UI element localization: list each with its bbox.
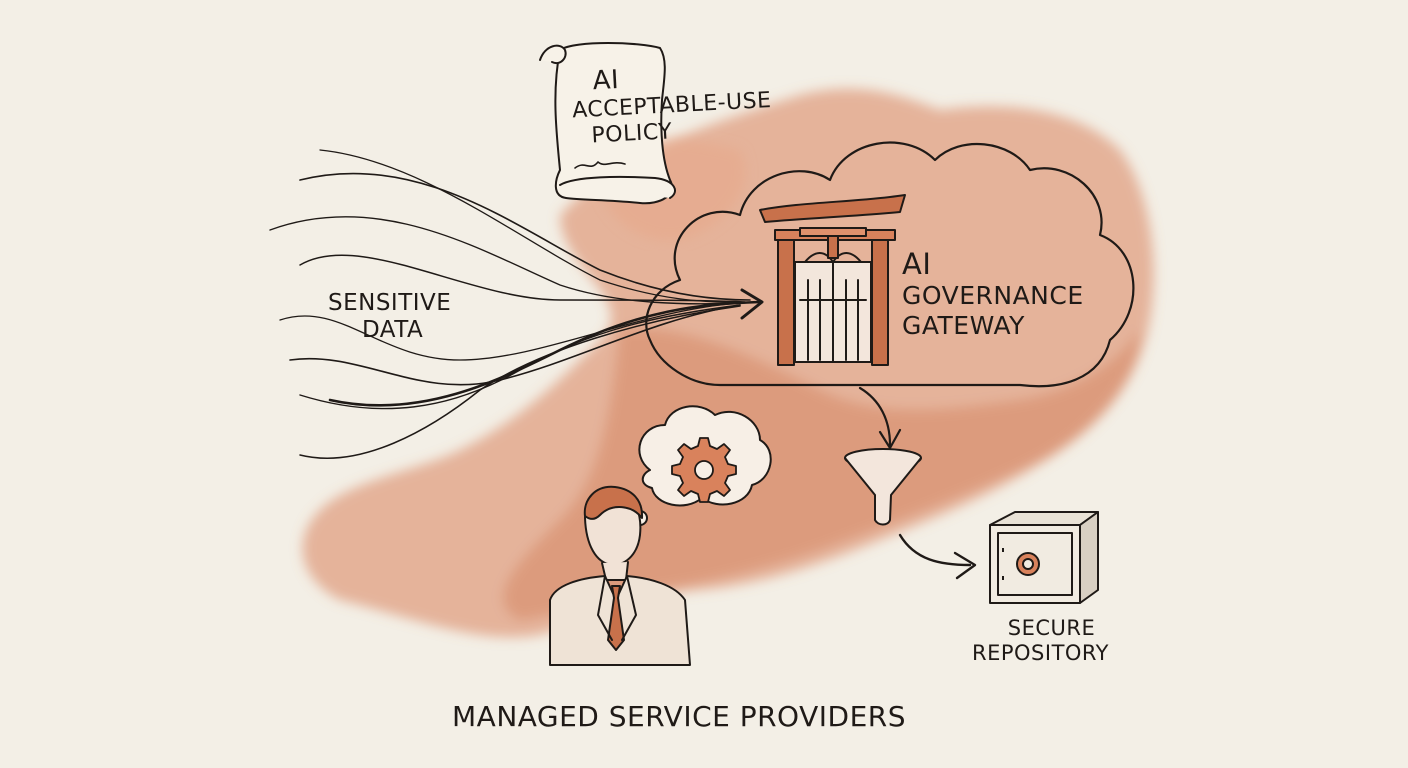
arrow-icon xyxy=(898,533,977,580)
sensitive-data-line1: Sensitive xyxy=(328,290,452,316)
repository-label-line1: Secure xyxy=(1007,616,1096,640)
gateway-label-line2: Governance xyxy=(902,281,1084,311)
arrow-icon xyxy=(740,288,764,320)
gateway-label-line1: AI xyxy=(902,247,932,281)
sensitive-data-label: Sensitive Data xyxy=(328,290,451,344)
repository-label-line2: Repository xyxy=(972,640,1110,665)
funnel-icon xyxy=(844,448,922,526)
repository-label: Secure Repository xyxy=(972,616,1109,666)
torii-gate-icon xyxy=(759,194,906,366)
gateway-label-line3: Gateway xyxy=(902,310,1025,340)
watercolor-wash xyxy=(302,88,1154,638)
sensitive-data-line2: Data xyxy=(362,317,424,344)
scroll-icon xyxy=(539,42,676,205)
arrow-icon xyxy=(858,386,902,450)
footer-title: Managed Service Providers xyxy=(452,700,906,733)
gateway-label: AI Governance Gateway xyxy=(902,247,1084,340)
safe-icon xyxy=(989,511,1099,604)
person-icon xyxy=(549,485,691,666)
policy-label: AI Acceptable-Use Policy xyxy=(572,57,774,149)
cloud-icon xyxy=(645,141,1135,388)
data-stream-lines xyxy=(269,149,762,459)
gear-icon xyxy=(671,437,737,503)
